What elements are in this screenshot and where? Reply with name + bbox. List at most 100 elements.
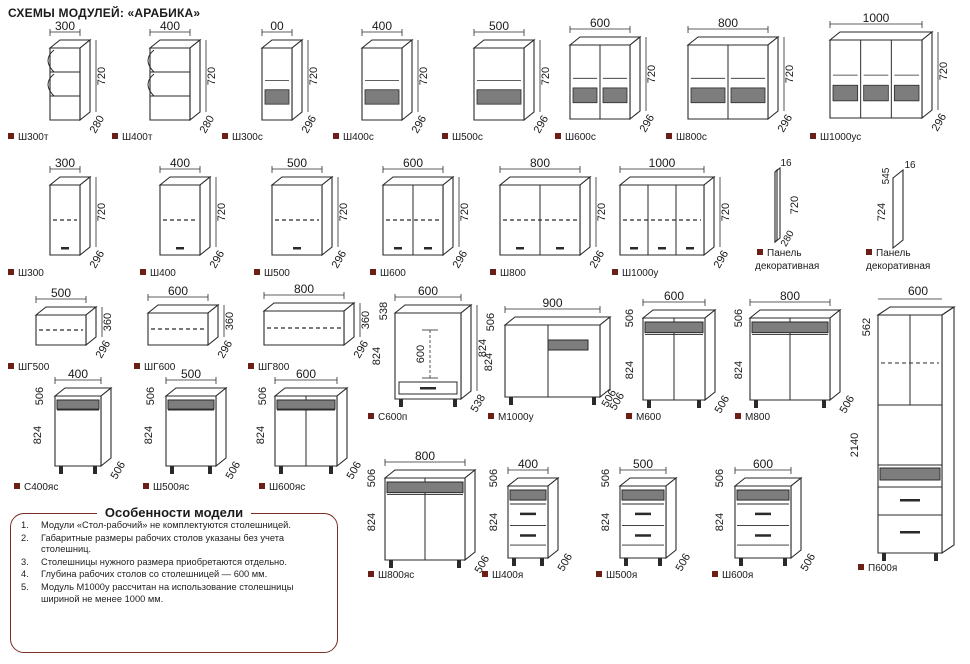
handle xyxy=(635,534,651,537)
leg xyxy=(882,553,886,561)
depth-label: 296 xyxy=(352,339,372,361)
glass-band xyxy=(364,89,400,105)
front-panel xyxy=(504,324,601,398)
glass-band xyxy=(476,89,522,105)
legend-bullet xyxy=(134,363,140,369)
legend-bullet xyxy=(248,363,254,369)
module-code-label: М1000у xyxy=(498,412,534,423)
module-code-label: Ш600 xyxy=(380,268,406,279)
height-label: 824 xyxy=(483,353,495,371)
depth-label: 506 xyxy=(714,469,726,487)
module-code-label: М600 xyxy=(636,412,661,423)
depth-label: 296 xyxy=(776,113,796,135)
depth-label: 506 xyxy=(624,309,636,327)
height-label: 824 xyxy=(488,513,500,531)
decor-panel-edge xyxy=(774,168,778,244)
width-label: 500 xyxy=(181,367,201,381)
glass-band xyxy=(572,87,598,104)
note-item: 4.Глубина рабочих столов со столешницей … xyxy=(21,569,268,580)
drawer xyxy=(879,467,941,481)
handle xyxy=(293,247,301,250)
leg xyxy=(512,558,516,566)
handle xyxy=(658,247,666,250)
module-code-label: Ш800с xyxy=(676,132,707,143)
module-code-label: М800 xyxy=(745,412,770,423)
front-panel xyxy=(149,47,191,121)
module-code-label: Ш300 xyxy=(18,268,44,279)
handle xyxy=(556,247,564,250)
width-label: 400 xyxy=(170,156,190,170)
legend-bullet xyxy=(368,571,374,577)
module-code-label: Ш1000ус xyxy=(820,132,861,143)
side-panel xyxy=(79,38,91,122)
height-label: 720 xyxy=(338,203,350,221)
top-panel xyxy=(383,469,477,479)
top-panel xyxy=(686,36,780,46)
depth-label: 296 xyxy=(451,249,471,271)
side-panel xyxy=(343,301,355,347)
legend-bullet xyxy=(626,413,632,419)
depth-label: 296 xyxy=(410,114,430,136)
module-code-label: ШГ500 xyxy=(18,362,50,373)
top-panel xyxy=(273,387,349,397)
width-label: 600 xyxy=(296,367,316,381)
side-panel xyxy=(921,30,933,120)
handle xyxy=(424,247,432,250)
module-code-label: Ш500с xyxy=(452,132,483,143)
legend-bullet xyxy=(8,269,14,275)
depth-label: 506 xyxy=(485,313,497,331)
inner-height-label: 600 xyxy=(415,345,427,363)
module-code-label: Ш600яс xyxy=(269,482,305,493)
top-panel xyxy=(393,304,473,314)
legend-bullet xyxy=(866,249,872,255)
depth-label: 506 xyxy=(713,394,733,416)
handle xyxy=(516,247,524,250)
legend-bullet xyxy=(143,483,149,489)
width-label: 545 xyxy=(881,167,892,184)
module-code-label: ШГ600 xyxy=(144,362,176,373)
width-label: 600 xyxy=(418,284,438,298)
side-panel xyxy=(703,175,715,257)
handle xyxy=(420,387,436,390)
height-label: 2140 xyxy=(849,433,861,457)
handle xyxy=(755,534,771,537)
height-label: 720 xyxy=(459,203,471,221)
legend-bullet xyxy=(666,133,672,139)
width-label: 600 xyxy=(403,156,423,170)
height-label: 724 xyxy=(876,203,888,221)
side-panel xyxy=(464,468,476,562)
legend-bullet xyxy=(8,133,14,139)
width-label: 400 xyxy=(160,19,180,33)
front-panel xyxy=(829,39,923,119)
glass-band xyxy=(832,84,859,102)
leg xyxy=(658,558,662,566)
module-code-label: С600п xyxy=(378,412,407,423)
module-code-label: декоративная xyxy=(755,261,819,272)
height-label: 824 xyxy=(143,426,155,444)
depth-label: 296 xyxy=(208,249,228,271)
depth-label: 506 xyxy=(109,460,129,482)
front-panel xyxy=(877,314,943,554)
handle xyxy=(755,512,771,516)
handle xyxy=(900,499,920,502)
side-panel xyxy=(523,38,535,122)
width-label: 300 xyxy=(55,156,75,170)
drawer xyxy=(56,399,100,410)
leg xyxy=(208,466,212,474)
width-label: 400 xyxy=(372,19,392,33)
width-label: 500 xyxy=(489,19,509,33)
top-panel xyxy=(568,36,642,46)
depth-label: 280 xyxy=(779,228,797,248)
